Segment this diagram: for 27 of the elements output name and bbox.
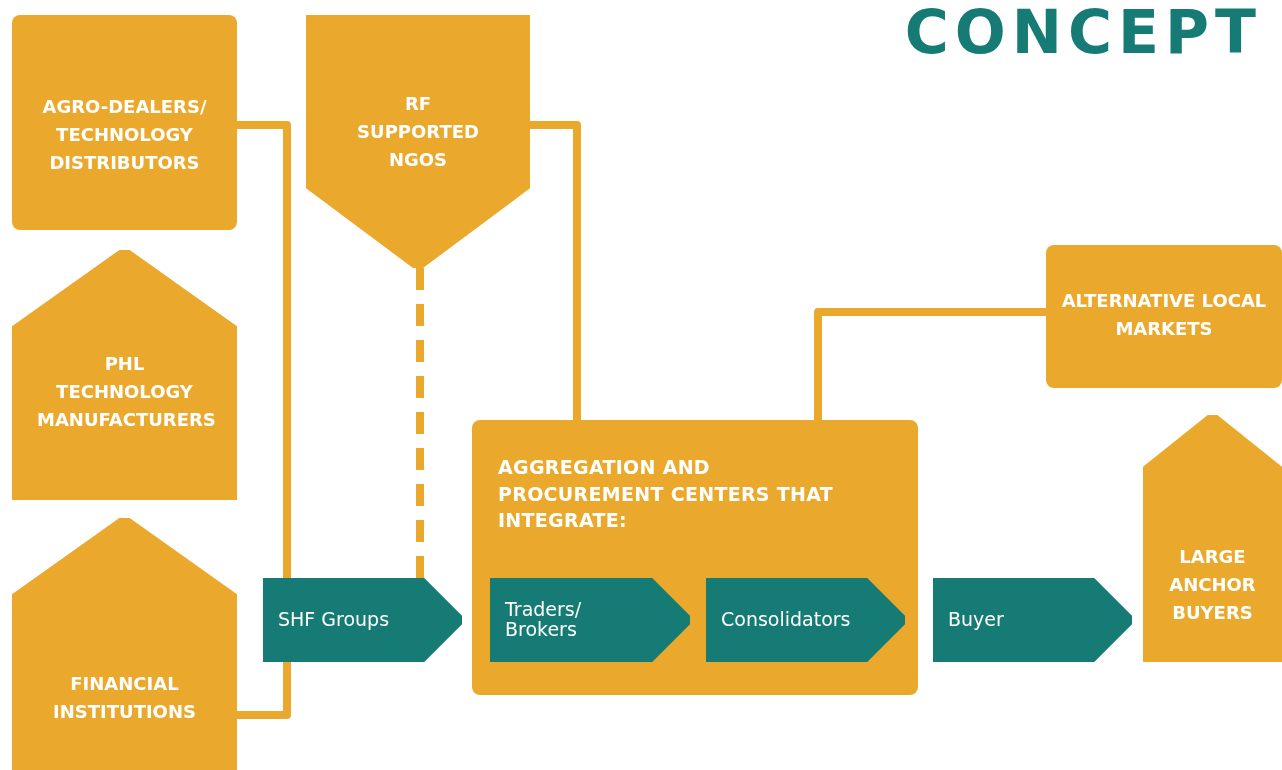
house-shape (12, 250, 237, 500)
connector-line (416, 268, 424, 578)
chevron-shape (490, 578, 690, 662)
chevron-shape (263, 578, 462, 662)
connector-line (237, 662, 291, 719)
node-label: Traders/ Brokers (505, 600, 583, 640)
connector-line (530, 121, 581, 420)
house-shape (1143, 415, 1282, 662)
node-label: LARGE ANCHOR BUYERS (1168, 545, 1257, 625)
house-shape (12, 518, 237, 770)
chevron-shape (706, 578, 905, 662)
pentagon-shape (306, 15, 530, 268)
title: CONCEPT (904, 2, 1262, 62)
node-label: Consolidators (721, 610, 851, 630)
node-label: SHF Groups (278, 610, 390, 630)
node-label: AGRO-DEALERS/ TECHNOLOGY DISTRIBUTORS (41, 95, 208, 175)
process-box (12, 15, 237, 230)
node-label: FINANCIAL INSTITUTIONS (52, 672, 197, 724)
group-box (472, 420, 918, 695)
process-box (1046, 245, 1282, 388)
group-heading: AGGREGATION AND PROCUREMENT CENTERS THAT INTEGRATE: (498, 455, 834, 534)
node-label: RF SUPPORTED NGOS (356, 92, 480, 172)
chevron-shape (933, 578, 1132, 662)
node-label: Buyer (948, 610, 1004, 630)
connector-line (814, 308, 1046, 420)
connector-line (237, 121, 291, 578)
node-label: ALTERNATIVE LOCAL MARKETS (1060, 289, 1268, 341)
